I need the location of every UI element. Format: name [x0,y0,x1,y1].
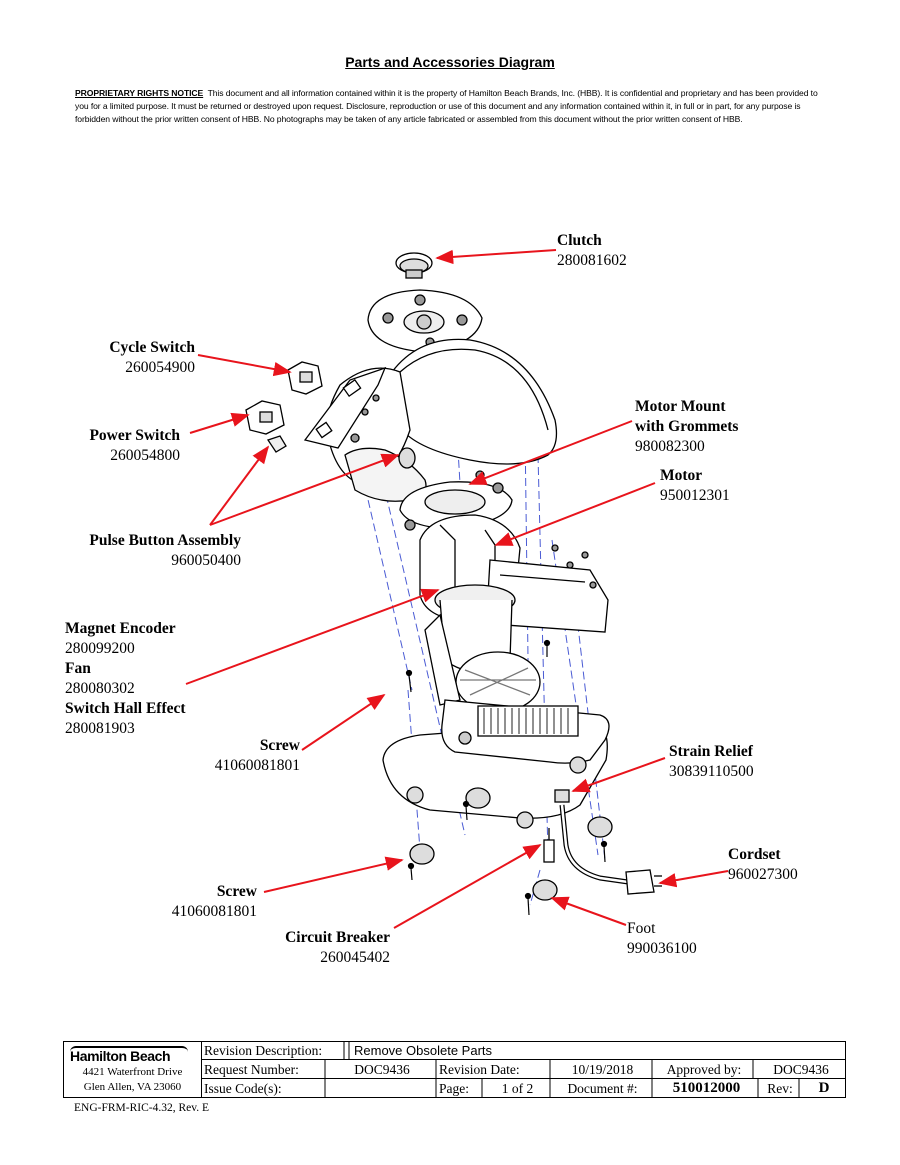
page-label: Page: [439,1081,469,1096]
revision-description-label: Revision Description: [204,1043,323,1058]
document-number-value: 510012000 [672,1080,741,1096]
circuit-breaker-part [543,828,555,863]
title-block-grid [201,1041,846,1098]
logo-swoosh [70,1046,188,1052]
revision-date-value: 10/19/2018 [571,1062,634,1077]
title-block: Hamilton Beach 4421 Waterfront Drive Gle… [63,1041,846,1098]
request-number-value: DOC9436 [354,1062,410,1077]
company-logo-block: Hamilton Beach 4421 Waterfront Drive Gle… [64,1042,202,1097]
approved-by-label: Approved by: [666,1062,742,1077]
callout-arrows [185,249,729,929]
issue-codes-label: Issue Code(s): [204,1081,282,1096]
motor-bracket [487,544,609,633]
side-shroud [424,613,461,706]
notice-heading: PROPRIETARY RIGHTS NOTICE [75,88,204,98]
upper-housing [303,338,558,502]
notice-text: This document and all information contai… [75,88,818,124]
cordset-part [554,789,662,895]
rev-label: Rev: [767,1081,793,1096]
page-value: 1 of 2 [501,1081,534,1096]
label-switch-hall-number: 280081903 [65,720,135,737]
base-housing [382,699,610,829]
label-fan-number: 280080302 [65,680,135,697]
brand-logo: Hamilton Beach [70,1048,171,1064]
cycle-switch-part [287,361,323,395]
label-fan-name: Fan [65,660,91,677]
address-line-2: Glen Allen, VA 23060 [83,1081,182,1093]
screws [405,639,608,916]
page-title: Parts and Accessories Diagram [345,54,555,70]
revision-date-label: Revision Date: [439,1062,520,1077]
power-switch-part [245,400,285,435]
approved-by-value: DOC9436 [773,1062,829,1077]
feet-parts [409,787,613,901]
label-switch-hall-name: Switch Hall Effect [65,700,186,717]
appliance-line-art [245,252,662,916]
rev-value: D [818,1080,830,1096]
coupling-disc [367,289,483,353]
address-line-1: 4421 Waterfront Drive [82,1066,183,1078]
pulse-button-part [266,435,416,469]
clutch-part [395,252,433,279]
proprietary-notice: PROPRIETARY RIGHTS NOTICE This document … [75,87,830,125]
base-vent-grille [477,705,579,737]
request-number-label: Request Number: [204,1062,299,1077]
document-number-label: Document #: [567,1081,638,1096]
revision-description-value: Remove Obsolete Parts [354,1043,493,1058]
form-footer: ENG-FRM-RIC-4.32, Rev. E [74,1102,210,1114]
